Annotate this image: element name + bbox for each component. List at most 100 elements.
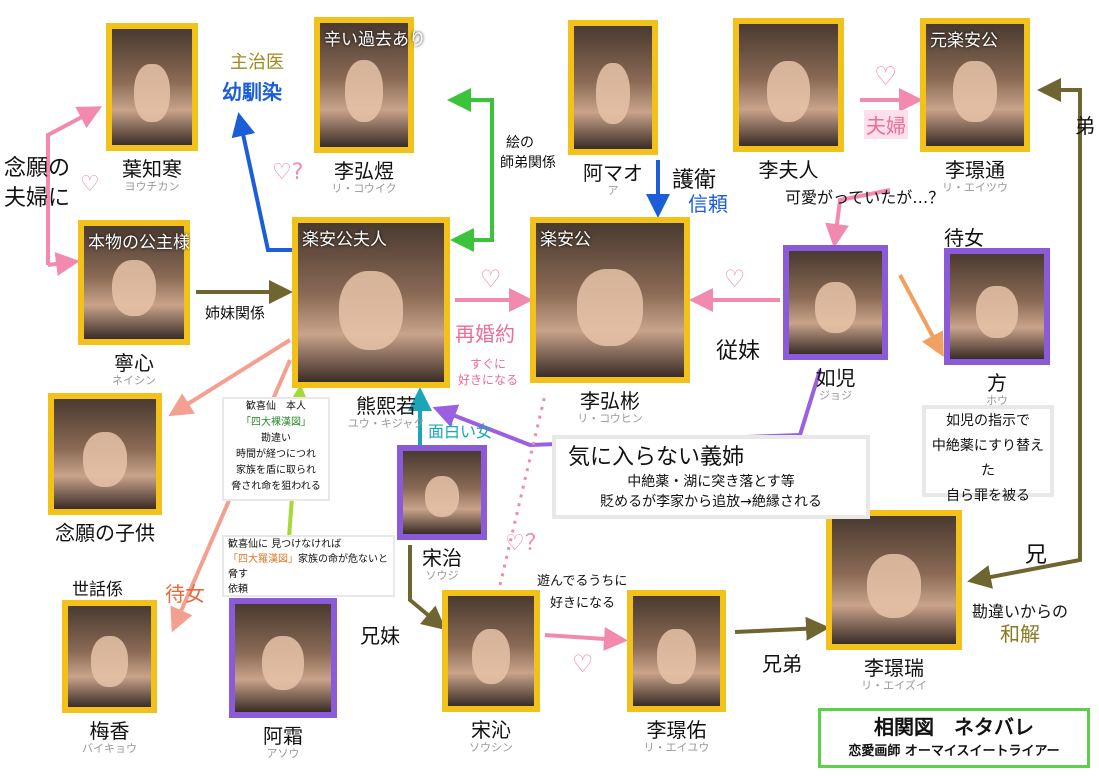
character-kana: ホウ	[986, 394, 1008, 407]
character-name: 如児	[815, 366, 856, 390]
character-name: 宋治	[422, 546, 462, 570]
character-kana: ソウジ	[425, 569, 459, 582]
note-line: 時間が経つにつれ	[236, 449, 316, 460]
label-sukininaru: 好きになる	[550, 596, 616, 611]
character-kana: リ・コウイク	[331, 182, 397, 195]
portrait-neishin: 本物の公主様	[78, 220, 190, 345]
portrait-rifujin	[733, 18, 844, 152]
face-image	[472, 629, 510, 684]
face-image	[91, 636, 128, 687]
portrait-rieizui	[826, 510, 962, 650]
character-name: 葉知寒	[122, 157, 182, 181]
note-line: 中絶薬・湖に突き落とす等	[627, 474, 795, 490]
character-kana: リ・エイツウ	[942, 181, 1008, 194]
label-shimai: 姉妹関係	[205, 304, 266, 322]
note-line: 「四大羅漢図」	[228, 554, 298, 565]
character-kana: ヨウチカン	[124, 180, 180, 193]
character-name: 熊熙若	[356, 394, 416, 418]
portrait-soshin	[442, 590, 540, 712]
portrait-rikoiku: 辛い過去あり	[314, 17, 426, 153]
face-image	[866, 554, 922, 619]
face-image	[766, 60, 811, 122]
note-kankisen-1: 歓喜仙 本人 「四大裸漢図」 勘違い 時間が経つにつれ 家族を盾に取られ 脅され…	[222, 397, 330, 501]
label-otouto: 弟	[1075, 114, 1095, 138]
character-tag: 元楽安公	[930, 31, 998, 51]
character-name: 阿霜	[263, 724, 303, 748]
label-fufuni: 夫婦に	[4, 186, 71, 211]
note-line: 歓喜仙 本人	[246, 401, 306, 412]
character-tag: 本物の公主様	[88, 233, 190, 253]
heart-icon: ♡?	[272, 160, 304, 185]
note-line: 自ら罪を被る	[946, 488, 1030, 504]
portrait-baikyo	[62, 600, 157, 713]
note-line: 依頼	[228, 584, 248, 595]
face-image	[815, 281, 856, 334]
character-kana: ア	[607, 184, 619, 197]
portrait-soji	[397, 445, 487, 540]
label-jijo2: 待女	[165, 582, 205, 606]
label-kanchigai: 勘違いからの	[972, 602, 1069, 621]
face-image	[338, 270, 404, 351]
character-kana: アソウ	[266, 747, 300, 760]
note-gishi: 気に入らない義姉 中絶薬・湖に突き落とす等 貶めるが李家から追放→絶縁される	[552, 435, 870, 519]
label-suguni: すぐに	[470, 357, 507, 371]
heart-icon: ♡	[874, 62, 898, 92]
label-nengan: 念願の	[4, 156, 71, 181]
label-itoko: 従妹	[716, 339, 761, 364]
note-line: 家族を盾に取られ	[236, 465, 316, 476]
heart-icon: ♡	[80, 172, 100, 197]
label-e-no: 絵の	[506, 135, 534, 151]
label-shinrai: 信頼	[688, 192, 728, 216]
label-jijo: 待女	[944, 226, 984, 250]
note-ho: 如児の指示で 中絶薬にすり替えた 自ら罪を被る	[922, 405, 1054, 504]
label-saikonyaku: 再婚約	[455, 322, 515, 346]
portrait-aso	[229, 598, 337, 718]
character-tag: 楽安公	[540, 230, 591, 250]
character-name: 梅香	[89, 719, 130, 743]
character-name: 宋沁	[471, 718, 511, 742]
face-image	[577, 269, 643, 347]
label-asonderu: 遊んでるうちに	[537, 574, 628, 589]
note-line: 脅され命を狙われる	[231, 481, 321, 492]
character-tag: 辛い過去あり	[324, 30, 426, 50]
face-image	[976, 285, 1018, 338]
label-shitei: 師弟関係	[500, 155, 556, 171]
character-name: 李璟瑞	[864, 656, 924, 680]
character-name: 方	[987, 371, 1007, 395]
face-image	[261, 636, 305, 691]
face-image	[134, 63, 170, 122]
face-image	[344, 60, 384, 123]
character-kana: ネイシン	[112, 374, 156, 387]
diagram-title: 相関図 ネタバレ	[874, 715, 1034, 739]
character-kana: ジョジ	[819, 389, 852, 402]
note-line: 歓喜仙に	[228, 539, 268, 550]
note-line: 「四大裸漢図」	[241, 417, 311, 428]
label-omoshiroi: 面白い女	[428, 422, 493, 441]
character-kana: リ・コウヒン	[577, 412, 643, 425]
note-line: 如児の指示で	[946, 413, 1030, 429]
portrait-jojo	[783, 245, 888, 360]
character-kana: バイキョウ	[82, 742, 137, 755]
character-name: 李夫人	[758, 158, 819, 182]
character-kana: リ・エイユウ	[643, 741, 710, 754]
character-name: 念願の子供	[55, 521, 155, 545]
label-goei: 護衛	[672, 168, 717, 193]
label-kyodai: 兄弟	[762, 652, 802, 676]
face-image	[82, 432, 128, 487]
label-osananajimi: 幼馴染	[222, 80, 282, 104]
drama-title: 恋愛画師 オーマイスイートライアー	[848, 744, 1060, 759]
label-ani: 兄	[1025, 543, 1048, 568]
portrait-rieiyu	[627, 590, 726, 712]
face-image	[595, 62, 631, 125]
label-sukini: 好きになる	[458, 373, 519, 387]
label-wakai: 和解	[1000, 622, 1040, 646]
heart-icon: ♡	[480, 265, 502, 293]
label-kawaigatte: 可愛がっていたが…？	[785, 188, 945, 207]
label-sewagakari: 世話係	[72, 580, 123, 600]
character-name: 寧心	[114, 351, 154, 375]
label-kyomai: 兄妹	[360, 624, 400, 648]
note-title: 気に入らない義姉	[568, 445, 745, 470]
label-fufu: 夫婦	[864, 110, 908, 139]
note-line: 勘違い	[261, 433, 291, 444]
portrait-yukijaku: 楽安公夫人	[292, 217, 450, 388]
